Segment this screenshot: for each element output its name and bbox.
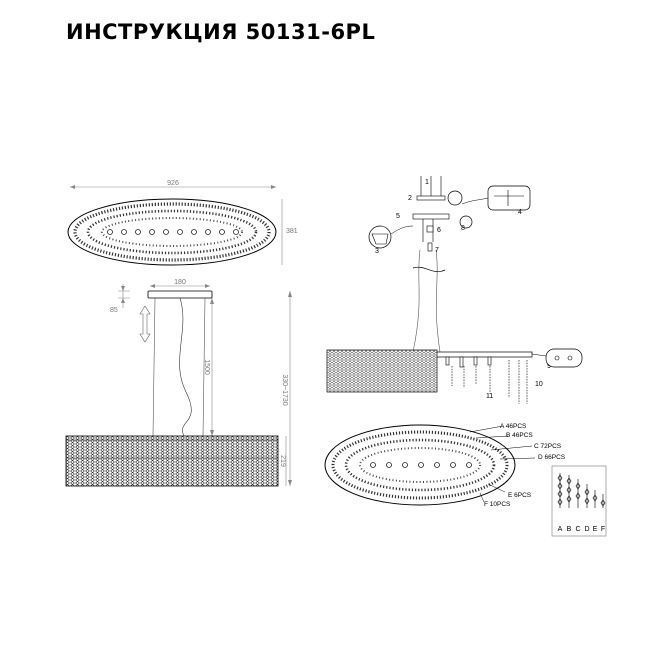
part-10: 10: [535, 381, 543, 388]
part-1: 1: [425, 179, 429, 186]
part-11: 11: [486, 393, 493, 400]
crystal-legend: A B C D E F: [551, 465, 607, 537]
part-8: 8: [461, 225, 465, 232]
part-3: 3: [375, 248, 379, 255]
count-e: E 6PCS: [508, 492, 532, 499]
side-view: 180 85 1500 330~1730 219: [65, 279, 292, 487]
width-dimension: 926: [167, 180, 179, 187]
part-6: 6: [437, 227, 441, 234]
count-d: D 66PCS: [538, 454, 566, 461]
legend-label-d: D: [584, 526, 589, 533]
legend-label-e: E: [593, 526, 598, 533]
depth-dimension: 381: [286, 228, 298, 235]
part-7: 7: [435, 247, 439, 254]
legend-label-f: F: [601, 526, 605, 533]
legend-label-b: B: [567, 526, 572, 533]
canopy-height-dimension: 85: [110, 307, 118, 314]
part-4: 4: [518, 209, 522, 216]
total-height-dimension: 330~1730: [281, 374, 288, 405]
legend-label-c: C: [575, 526, 580, 533]
count-c: C 72PCS: [534, 443, 562, 450]
count-a: A 46PCS: [500, 423, 527, 430]
count-f: F 10PCS: [484, 501, 511, 508]
cable-dimension: 1500: [203, 359, 210, 375]
part-9: 9: [547, 363, 551, 370]
legend-label-a: A: [558, 526, 563, 533]
assembly-view: 1 2 3 4 5 6 7 8 9 10 11: [324, 176, 583, 508]
body-height-dimension: 219: [279, 455, 286, 467]
page-title: ИНСТРУКЦИЯ 50131-6PL: [66, 20, 376, 44]
count-b: B 46PCS: [506, 432, 533, 439]
part-2: 2: [408, 195, 412, 202]
part-5: 5: [396, 213, 400, 220]
canopy-dimension: 180: [174, 279, 186, 286]
top-view: 926 381: [67, 180, 298, 266]
